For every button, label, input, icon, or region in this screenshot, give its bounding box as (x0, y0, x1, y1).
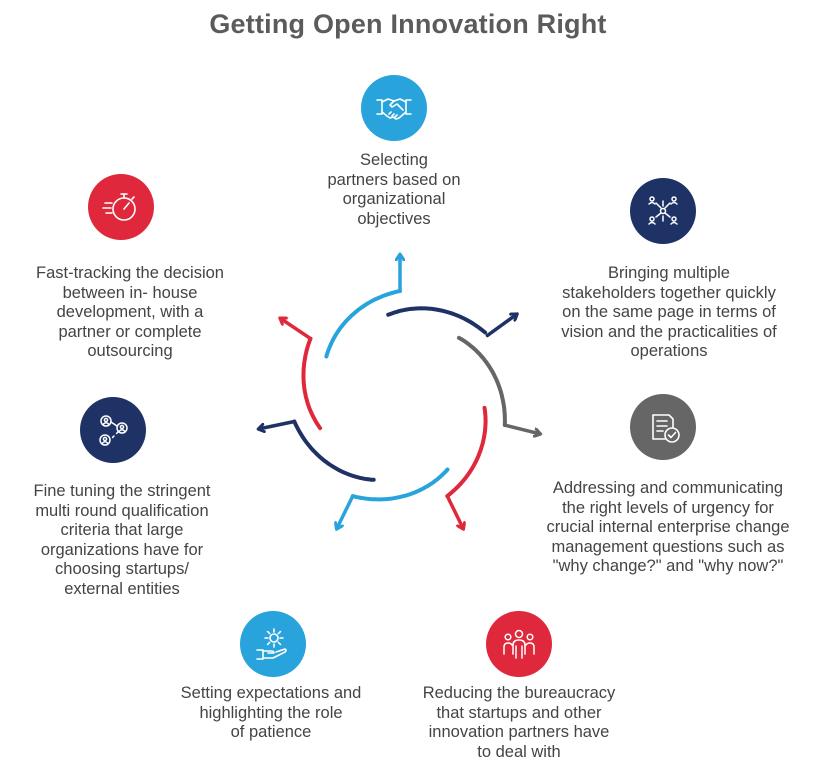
handshake-icon (361, 75, 427, 141)
arc-partners (324, 289, 402, 359)
document-check-icon (630, 394, 696, 460)
user-connections-icon (80, 397, 146, 463)
label-urgency: Addressing and communicating the right l… (546, 479, 790, 575)
arrow-urgency (503, 423, 540, 434)
label-patience: Setting expectations and highlighting th… (180, 684, 362, 741)
arc-patience (350, 467, 450, 502)
diagram-title: Getting Open Innovation Right (209, 9, 607, 39)
arc-bureaucracy (445, 405, 488, 499)
label-qualification: Fine tuning the stringent multi round qu… (33, 482, 211, 598)
label-fasttrack: Fast-tracking the decision between in- h… (35, 264, 224, 360)
arrow-stakeholders (485, 314, 516, 338)
label-stakeholders: Bringing multiple stakeholders together … (561, 264, 777, 360)
arrow-fasttrack (281, 319, 313, 341)
network-people-icon (630, 178, 696, 244)
arc-urgency (457, 335, 507, 428)
arrow-patience (337, 494, 355, 528)
arrow-bureaucracy (445, 494, 463, 528)
arc-fasttrack (301, 336, 323, 431)
label-partners: Selecting partners based on organization… (327, 151, 461, 228)
arc-qualification (292, 419, 376, 482)
gear-hand-icon (240, 611, 306, 677)
arc-stakeholders (386, 306, 488, 335)
arrow-qualification (259, 419, 297, 429)
label-bureaucracy: Reducing the bureaucracy that startups a… (422, 684, 616, 761)
stopwatch-icon (88, 174, 154, 240)
team-icon (486, 611, 552, 677)
